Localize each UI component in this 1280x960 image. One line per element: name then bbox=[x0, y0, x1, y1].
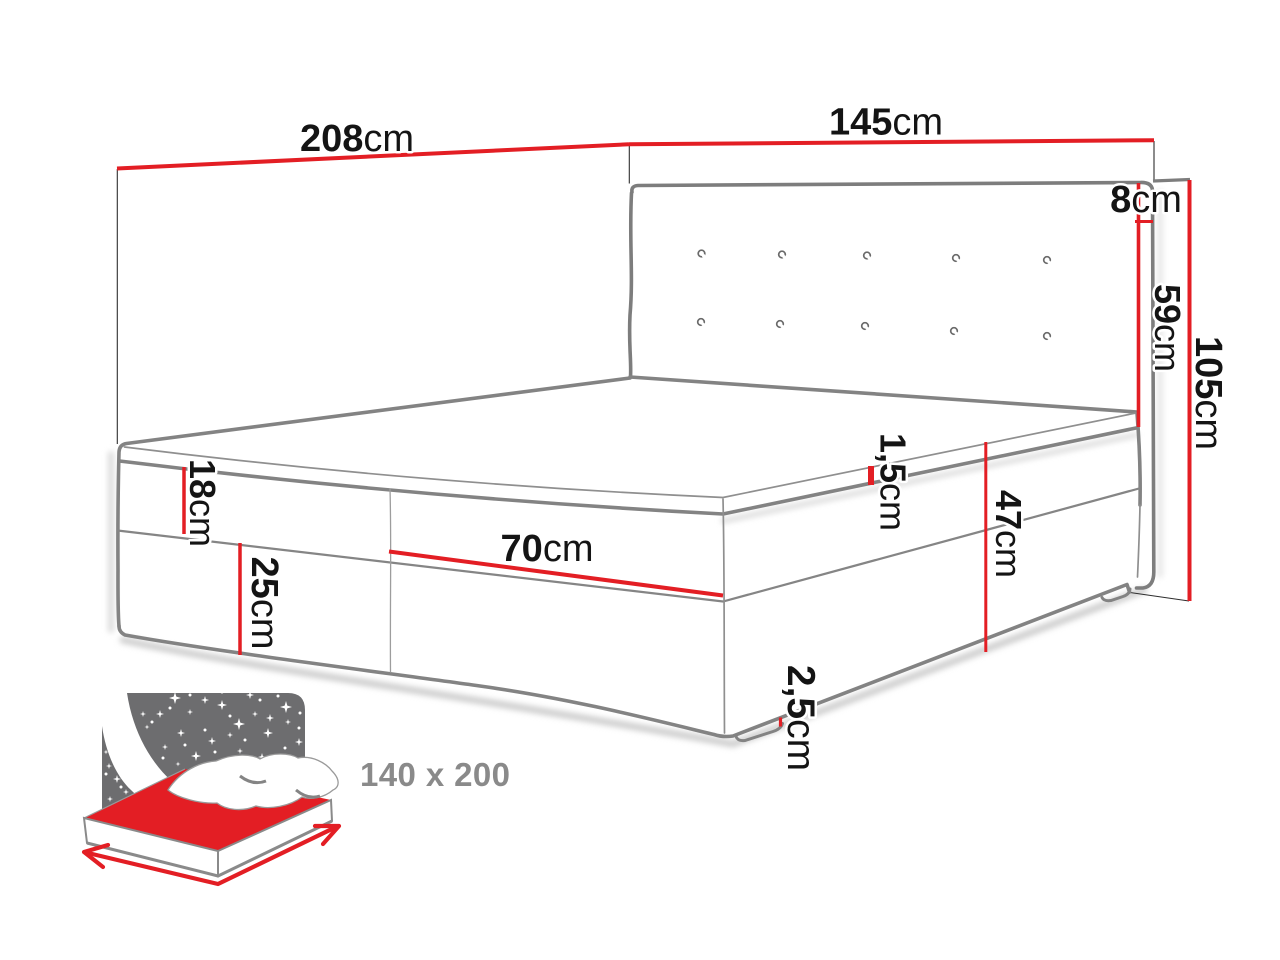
svg-text:208cm: 208cm bbox=[300, 118, 414, 160]
svg-text:59cm: 59cm bbox=[1148, 284, 1189, 372]
svg-text:70cm: 70cm bbox=[501, 528, 594, 570]
svg-text:2,5cm: 2,5cm bbox=[780, 665, 823, 771]
svg-text:145cm: 145cm bbox=[829, 102, 943, 144]
svg-text:140 x 200: 140 x 200 bbox=[360, 756, 510, 793]
svg-text:8cm: 8cm bbox=[1110, 179, 1182, 221]
svg-text:18cm: 18cm bbox=[183, 459, 224, 547]
svg-text:47cm: 47cm bbox=[989, 490, 1030, 578]
svg-text:25cm: 25cm bbox=[243, 557, 285, 650]
svg-text:105cm: 105cm bbox=[1187, 336, 1229, 450]
svg-text:1,5cm: 1,5cm bbox=[873, 433, 914, 531]
